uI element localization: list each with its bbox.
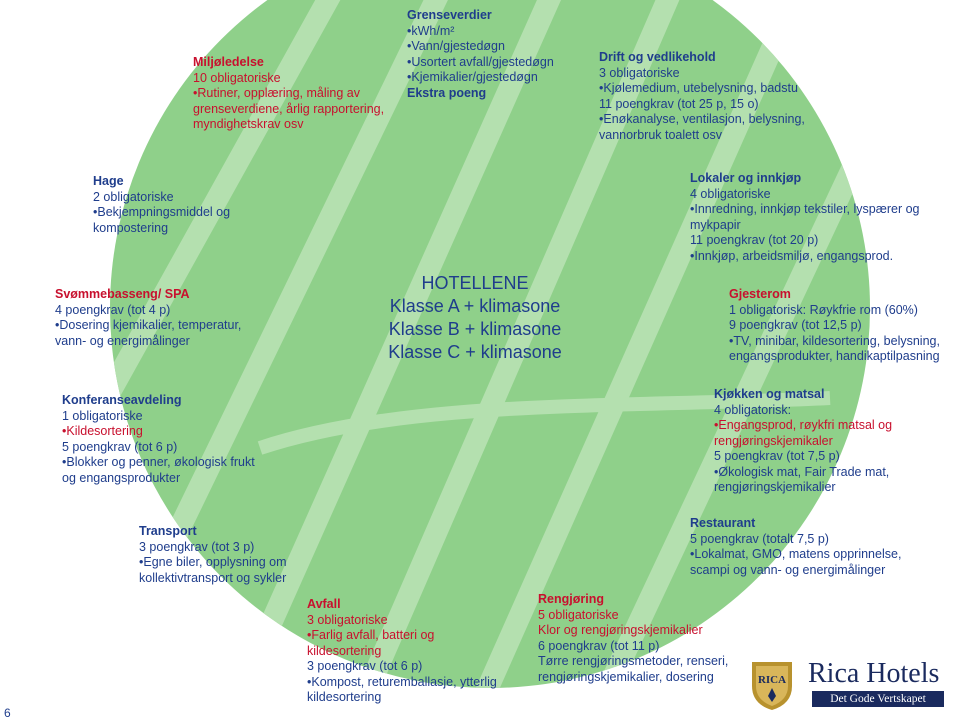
block-line: •Bekjempningsmiddel og xyxy=(93,205,231,219)
block-line: 5 poengkrav (tot 7,5 p) xyxy=(714,449,840,463)
block-line: •Lokalmat, GMO, matens opprinnelse, xyxy=(690,547,902,561)
block-line: •Innkjøp, arbeidsmiljø, engangsprod. xyxy=(690,248,894,263)
block-title: Miljøledelse xyxy=(193,55,264,69)
logo-tagline: Det Gode Vertskapet xyxy=(812,691,944,707)
block-line: 11 poengkrav (tot 25 p, 15 o) xyxy=(599,96,759,111)
block-line: rengjøringskjemikalier, dosering xyxy=(538,669,714,684)
block-line: •Kompost, returemballasje, ytterlig xyxy=(307,674,497,689)
swan-emblem-circle xyxy=(110,0,870,688)
block-line: 5 poengkrav (totalt 7,5 p) xyxy=(690,531,829,546)
block-line: vann- og energimålinger xyxy=(55,333,190,348)
block-title: Restaurant xyxy=(690,516,756,530)
block-line: kollektivtransport og sykler xyxy=(139,570,287,585)
block-line: og engangsprodukter xyxy=(62,470,181,485)
block-line: 4 poengkrav (tot 4 p) xyxy=(55,302,171,317)
block-hage: Hage 2 obligatoriske •Bekjempningsmiddel… xyxy=(93,174,230,236)
block-line: 10 obligatoriske xyxy=(193,70,281,85)
block-line: •TV, minibar, kildesortering, belysning, xyxy=(729,333,940,348)
page-number: 6 xyxy=(4,706,11,720)
block-line: 2 obligatoriske xyxy=(93,189,174,204)
block-line: 5 obligatoriske xyxy=(538,607,619,622)
block-line: kildesortering xyxy=(307,690,382,704)
block-line: 3 poengkrav (tot 3 p) xyxy=(139,539,255,554)
block-title: Transport xyxy=(139,524,197,538)
center-line: Klasse A + klimasone xyxy=(389,296,561,316)
block-line: •Usortert avfall/gjestedøgn xyxy=(407,54,554,69)
block-kjokken: Kjøkken og matsal 4 obligatorisk: •Engan… xyxy=(714,387,892,496)
block-title: Avfall xyxy=(307,597,341,611)
rica-crest-icon: RICA xyxy=(752,662,792,710)
block-line: myndighetskrav osv xyxy=(193,117,304,131)
block-line: 4 obligatorisk: xyxy=(714,402,792,417)
block-title: Svømmebasseng/ SPA xyxy=(55,287,190,301)
block-line: grenseverdiene, årlig rapportering, xyxy=(193,101,385,116)
block-konferanse: Konferanseavdeling 1 obligatoriske •Kild… xyxy=(62,393,255,486)
block-line: •Dosering kjemikalier, temperatur, xyxy=(55,318,242,332)
block-title: Konferanseavdeling xyxy=(62,393,182,407)
block-miljoledelse: Miljøledelse 10 obligatoriske •Rutiner, … xyxy=(193,55,384,133)
block-title: Drift og vedlikehold xyxy=(599,50,716,64)
block-line: 3 obligatoriske xyxy=(599,65,680,80)
block-line: Tørre rengjøringsmetoder, renseri, xyxy=(538,654,729,668)
block-line: •Innredning, innkjøp tekstiler, lyspærer… xyxy=(690,202,920,216)
block-line: •Enøkanalyse, ventilasjon, belysning, xyxy=(599,112,805,126)
block-transport: Transport 3 poengkrav (tot 3 p) •Egne bi… xyxy=(139,524,287,586)
block-title: Rengjøring xyxy=(538,592,604,606)
block-line: •Kildesortering xyxy=(62,424,143,438)
block-line: 1 obligatoriske xyxy=(62,408,143,423)
block-line: 3 poengkrav (tot 6 p) xyxy=(307,659,423,673)
center-title-block: HOTELLENE Klasse A + klimasone Klasse B … xyxy=(360,272,590,364)
block-line: mykpapir xyxy=(690,217,741,232)
block-line: •Egne biler, opplysning om xyxy=(139,555,287,569)
block-line: Ekstra poeng xyxy=(407,85,487,100)
block-restaurant: Restaurant 5 poengkrav (totalt 7,5 p) •L… xyxy=(690,516,901,578)
block-line: •Farlig avfall, batteri og xyxy=(307,628,435,642)
block-line: •Kjølemedium, utebelysning, badstu xyxy=(599,81,798,95)
block-title: Grenseverdier xyxy=(407,8,492,22)
block-grenseverdier: Grenseverdier •kWh/m² •Vann/gjestedøgn •… xyxy=(407,8,554,101)
block-line: 3 obligatoriske xyxy=(307,612,388,627)
block-line: •Økologisk mat, Fair Trade mat, xyxy=(714,464,890,479)
block-line: scampi og vann- og energimålinger xyxy=(690,562,886,577)
logo-name: Rica Hotels xyxy=(808,658,940,689)
block-title: Kjøkken og matsal xyxy=(714,387,825,401)
block-drift: Drift og vedlikehold 3 obligatoriske •Kj… xyxy=(599,50,805,143)
block-avfall: Avfall 3 obligatoriske •Farlig avfall, b… xyxy=(307,597,497,706)
block-line: rengjøringskjemikalier xyxy=(714,480,836,494)
block-line: •kWh/m² xyxy=(407,23,455,38)
emblem-text: RICA xyxy=(758,674,786,686)
block-title: Gjesterom xyxy=(729,287,791,301)
block-title: Hage xyxy=(93,174,124,188)
block-title: Lokaler og innkjøp xyxy=(690,171,802,185)
block-line: •Blokker og penner, økologisk frukt xyxy=(62,455,255,469)
block-line: •Kjemikalier/gjestedøgn xyxy=(407,70,538,84)
block-line: 9 poengkrav (tot 12,5 p) xyxy=(729,318,862,332)
center-title: HOTELLENE xyxy=(421,273,529,293)
block-line: engangsprodukter, handikaptilpasning xyxy=(729,349,940,363)
block-rengjoring: Rengjøring 5 obligatoriske Klor og rengj… xyxy=(538,592,728,685)
block-line: 4 obligatoriske xyxy=(690,186,771,201)
center-line: Klasse B + klimasone xyxy=(388,319,562,339)
block-line: 1 obligatorisk: Røykfrie rom (60%) xyxy=(729,302,918,317)
rica-hotels-logo: RICA Rica Hotels Det Gode Vertskapet xyxy=(748,656,948,712)
block-line: rengjøringskjemikaler xyxy=(714,433,833,448)
block-lokaler: Lokaler og innkjøp 4 obligatoriske •Innr… xyxy=(690,171,920,264)
block-line: •Rutiner, opplæring, måling av xyxy=(193,86,360,100)
block-svommebasseng: Svømmebasseng/ SPA 4 poengkrav (tot 4 p)… xyxy=(55,287,241,349)
block-line: •Vann/gjestedøgn xyxy=(407,39,505,53)
block-line: kildesortering xyxy=(307,643,382,658)
block-line: kompostering xyxy=(93,220,169,235)
center-line: Klasse C + klimasone xyxy=(388,342,562,362)
block-line: vannorbruk toalett osv xyxy=(599,127,722,142)
block-line: Klor og rengjøringskjemikalier xyxy=(538,623,703,637)
block-line: 11 poengkrav (tot 20 p) xyxy=(690,233,819,247)
block-line: 5 poengkrav (tot 6 p) xyxy=(62,439,178,454)
swan-emblem-stripes xyxy=(110,0,870,688)
block-gjesterom: Gjesterom 1 obligatorisk: Røykfrie rom (… xyxy=(729,287,940,365)
block-line: •Engangsprod, røykfri matsal og xyxy=(714,418,893,432)
block-line: 6 poengkrav (tot 11 p) xyxy=(538,638,660,653)
